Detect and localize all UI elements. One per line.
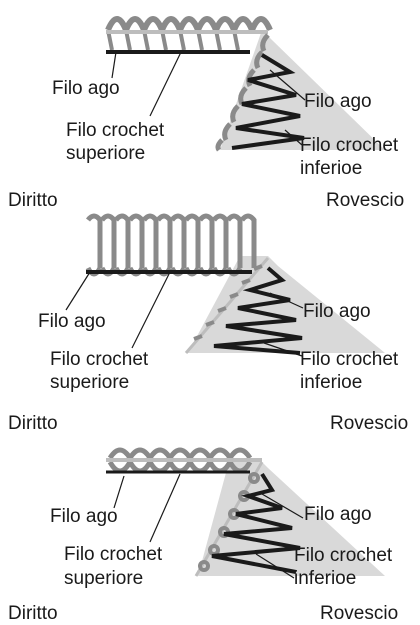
label-lower-looper-line2: inferioe [300, 158, 362, 179]
label-lower-looper-line1: Filo crochet [300, 135, 398, 156]
label-upper-looper-line1: Filo crochet [66, 120, 164, 141]
label-lower-looper-line1: Filo crochet [300, 349, 398, 370]
label-back-side: Rovescio [330, 413, 408, 434]
stitch-panel-3: Filo ago Filo crochet superiore Filo ago… [0, 438, 420, 625]
label-upper-looper-line1: Filo crochet [64, 544, 162, 565]
upper-looper-loops [108, 19, 270, 50]
upper-looper-loops [88, 216, 254, 274]
label-front-side: Diritto [8, 603, 58, 624]
stitch-panel-1: Filo ago Filo crochet superiore Filo ago… [0, 0, 420, 205]
label-upper-looper-line2: superiore [66, 143, 145, 164]
label-needle-thread-right: Filo ago [304, 504, 372, 525]
label-needle-thread-right: Filo ago [304, 91, 372, 112]
label-front-side: Diritto [8, 413, 58, 434]
label-needle-thread-left: Filo ago [38, 311, 106, 332]
label-needle-thread-left: Filo ago [52, 78, 120, 99]
label-lower-looper-line2: inferioe [294, 568, 356, 589]
label-needle-thread-right: Filo ago [303, 301, 371, 322]
label-back-side: Rovescio [320, 603, 398, 624]
label-lower-looper-line2: inferioe [300, 372, 362, 393]
label-upper-looper-line2: superiore [64, 568, 143, 589]
label-upper-looper-line1: Filo crochet [50, 349, 148, 370]
stitch-illustration-3 [0, 438, 420, 625]
label-needle-thread-left: Filo ago [50, 506, 118, 527]
label-upper-looper-line2: superiore [50, 372, 129, 393]
label-lower-looper-line1: Filo crochet [294, 545, 392, 566]
stitch-panel-2: Filo ago Filo crochet superiore Filo ago… [0, 208, 420, 438]
